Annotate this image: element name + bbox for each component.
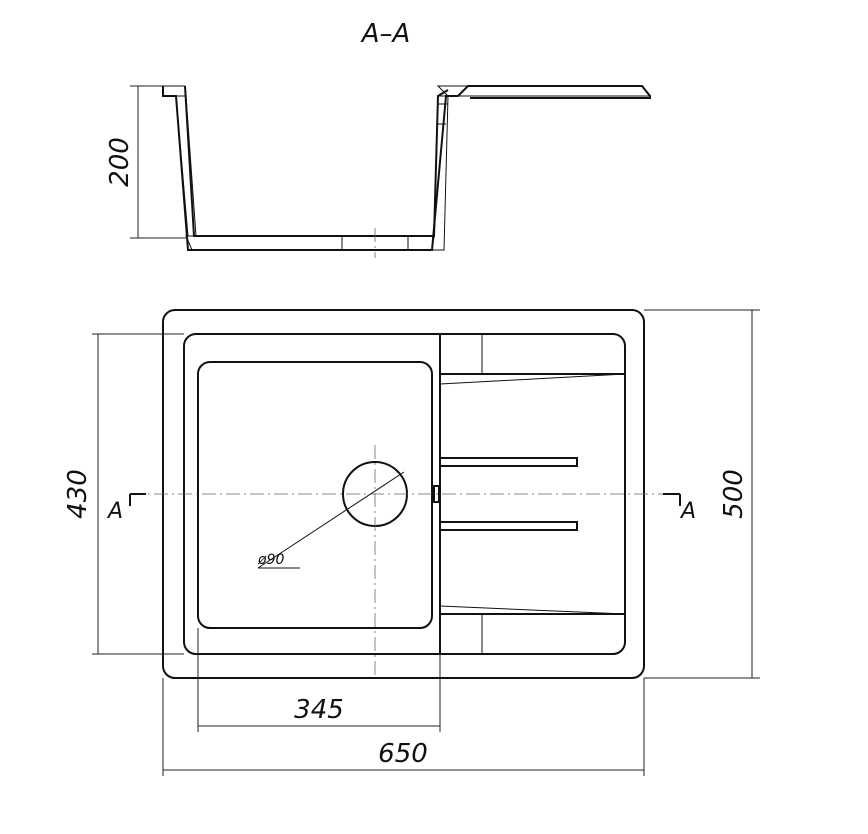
sink-bowl [197, 361, 433, 629]
dimension-overall-width: 500 [719, 469, 749, 519]
dimension-bowl-width: 430 [63, 469, 93, 519]
section-bottom-right [407, 235, 435, 251]
section-drainboard [436, 85, 652, 97]
section-mark-right: A [679, 499, 696, 524]
section-title: A–A [360, 19, 411, 49]
dimension-overall-length: 650 [378, 739, 428, 769]
section-bottom [185, 235, 343, 251]
section-rim-left [162, 85, 186, 97]
section-mark-left: A [106, 499, 123, 524]
drainboard-groove-top [439, 457, 578, 467]
overflow-slot [433, 485, 440, 503]
dimension-depth: 200 [105, 137, 135, 187]
dimension-drain-diameter: ø90 [257, 552, 284, 568]
dimension-bowl-length: 345 [294, 695, 344, 725]
plan-view: ø90 A A 430 500 345 650 [63, 309, 760, 776]
drainboard-groove-bottom [439, 521, 578, 531]
section-view: 200 [105, 85, 652, 258]
